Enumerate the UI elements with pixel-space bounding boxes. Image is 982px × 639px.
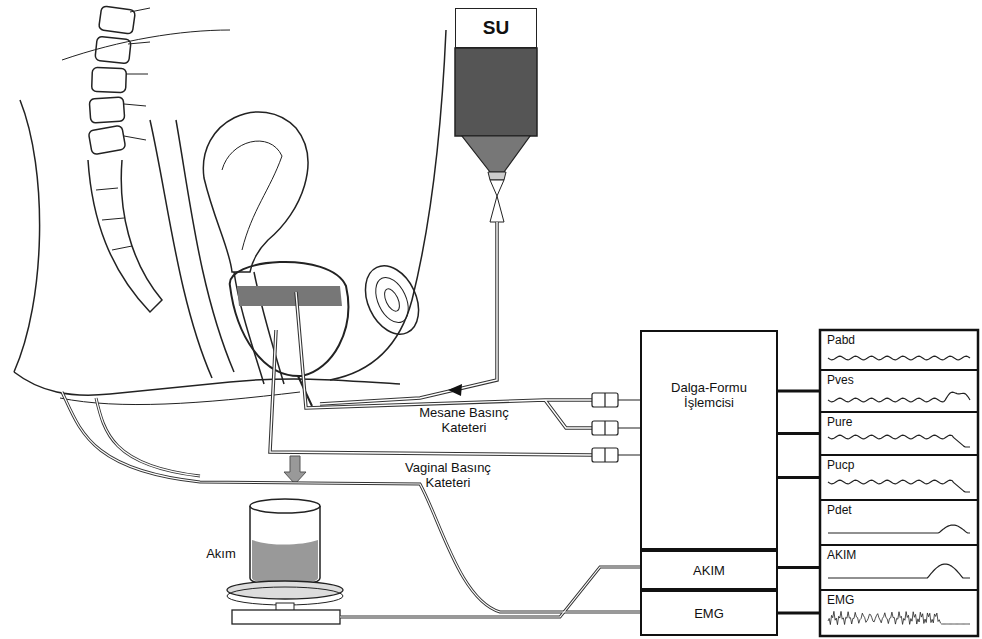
processor-box: EMG [640,590,778,636]
trace-channel: AKIM [820,545,978,590]
processor-box: Dalga-Formu İşlemcisi [640,330,778,550]
signal-connector [778,612,820,615]
anatomy [14,6,446,406]
water-bottle [455,48,537,222]
box-label: AKIM [693,563,725,578]
waveform-trace [828,435,970,447]
signal-name: Pucp [827,458,854,473]
catheter-label: Vaginal Basınç Kateteri [392,460,504,490]
flow-meter [227,499,343,624]
flow-label: Akım [196,546,246,561]
signal-name: Pabd [827,333,855,348]
signal-connector [778,390,820,393]
signal-name: Pves [827,373,854,388]
signal-name: Pure [827,415,852,430]
flow-direction-arrow [284,456,306,484]
trace-channel: Pdet [820,500,978,545]
trace-channel: Pves [820,370,978,412]
bottle-label-box: SU [455,8,537,48]
waveform-trace [828,392,970,402]
box-label: EMG [694,606,724,621]
trace-channel: EMG [820,590,978,636]
signal-name: EMG [827,593,854,608]
signal-connector [778,476,820,479]
waveform-trace [828,480,970,492]
signal-cables [62,392,640,617]
trace-panel [820,330,978,636]
catheter-label: Mesane Basınç Kateteri [408,405,520,435]
box-label: Dalga-Formu İşlemcisi [650,380,768,410]
signal-name: Pdet [827,503,852,518]
processor-box: AKIM [640,550,778,590]
flow-arrow [448,384,462,396]
signal-name: AKIM [827,548,856,563]
catheter-tubes [270,222,592,455]
trace-channel: Pucp [820,455,978,500]
waveform-trace [828,356,970,360]
trace-channel: Pure [820,412,978,455]
box-label: SU [483,17,509,39]
trace-channel: Pabd [820,330,978,370]
signal-connector [778,566,820,569]
waveform-trace [828,525,970,533]
waveform-trace [828,564,970,578]
waveforms [828,356,970,624]
signal-connector [778,432,820,435]
catheter-connectors [592,393,640,462]
waveform-trace [828,611,970,624]
